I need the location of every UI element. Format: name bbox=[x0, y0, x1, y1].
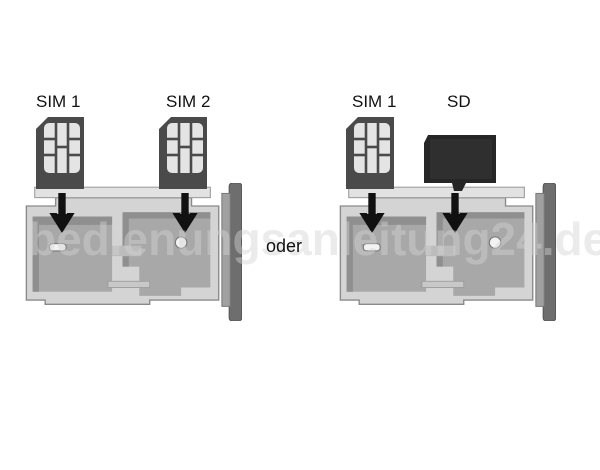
right-sd-card-icon bbox=[424, 135, 496, 191]
left-sim2-label: SIM 2 bbox=[166, 92, 211, 111]
right-sim1-card-icon bbox=[346, 117, 394, 189]
oder-label: oder bbox=[266, 236, 303, 256]
watermark: bedienungsanleitung24.de bbox=[28, 213, 600, 265]
right-sd-label: SD bbox=[447, 92, 471, 111]
left-sim2-card-icon bbox=[159, 117, 207, 189]
right-sim1-label: SIM 1 bbox=[352, 92, 397, 111]
left-sim1-label: SIM 1 bbox=[36, 92, 81, 111]
left-sim1-card-icon bbox=[36, 117, 84, 189]
